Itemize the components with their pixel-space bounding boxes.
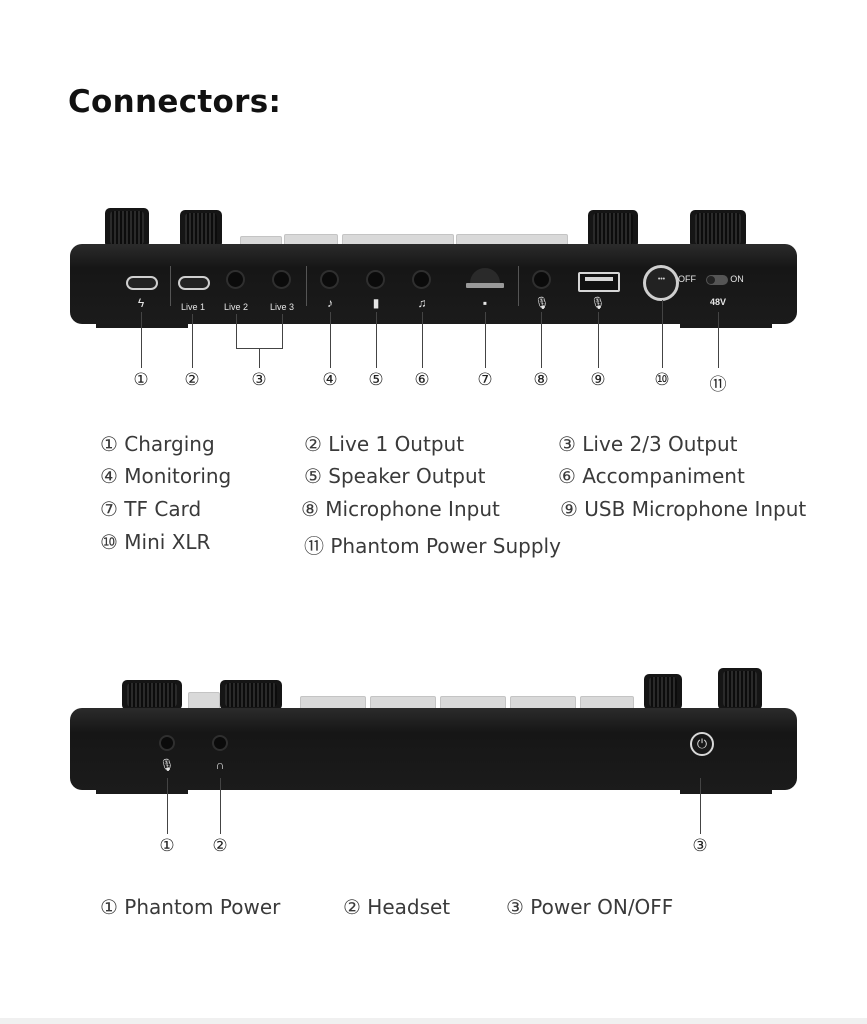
knob bbox=[718, 668, 762, 710]
usb-microphone-port bbox=[578, 272, 620, 292]
callout-number: ① bbox=[133, 370, 149, 390]
knob bbox=[644, 674, 682, 710]
leader-line bbox=[330, 312, 331, 368]
live2-label: Live 2 bbox=[223, 302, 249, 312]
leader-line bbox=[259, 348, 260, 368]
speaker-jack bbox=[368, 272, 383, 287]
usb-microphone-icon: 🎙 bbox=[590, 296, 606, 310]
legend-accompaniment: ⑥ Accompaniment bbox=[558, 464, 745, 488]
tf-card-recess bbox=[470, 268, 500, 284]
leader-line bbox=[192, 314, 193, 368]
legend-headset: ② Headset bbox=[343, 895, 451, 919]
off-label: OFF bbox=[678, 274, 696, 284]
knob bbox=[105, 208, 149, 248]
callout-number: ④ bbox=[322, 370, 338, 390]
leader-line bbox=[236, 314, 237, 348]
microphone-jack bbox=[534, 272, 549, 287]
sd-card-icon: ▪ bbox=[482, 296, 488, 310]
headset-icon: ∩ bbox=[215, 758, 225, 772]
microphone-icon: 🎙 bbox=[159, 758, 175, 772]
leader-line bbox=[141, 312, 142, 368]
lightning-icon: ϟ bbox=[137, 296, 145, 310]
monitoring-jack bbox=[322, 272, 337, 287]
legend-tf-card: ⑦ TF Card bbox=[100, 497, 202, 521]
legend-live1-output: ② Live 1 Output bbox=[304, 432, 465, 456]
leader-line bbox=[376, 312, 377, 368]
leader-line bbox=[422, 312, 423, 368]
legend-microphone-input: ⑧ Microphone Input bbox=[301, 497, 500, 521]
callout-number: ⑥ bbox=[414, 370, 430, 390]
callout-number: ⑨ bbox=[590, 370, 606, 390]
usb-c-live1-port bbox=[178, 276, 210, 290]
legend-monitoring: ④ Monitoring bbox=[100, 464, 232, 488]
callout-number: ⑦ bbox=[477, 370, 493, 390]
leader-line bbox=[700, 778, 701, 834]
knob bbox=[180, 210, 222, 248]
device-foot bbox=[680, 790, 772, 794]
divider bbox=[306, 266, 307, 306]
live1-label: Live 1 bbox=[180, 302, 206, 312]
device-foot bbox=[680, 324, 772, 328]
knob bbox=[220, 680, 282, 710]
page-title: Connectors: bbox=[68, 84, 282, 120]
headphones-icon: ♪ bbox=[327, 296, 333, 310]
headset-jack bbox=[214, 737, 226, 749]
divider bbox=[170, 266, 171, 306]
callout-number: ③ bbox=[692, 836, 708, 856]
speaker-icon: ▮ bbox=[372, 296, 380, 310]
music-note-icon: ♫ bbox=[417, 296, 427, 310]
page-footer-bar bbox=[0, 1018, 867, 1024]
knob bbox=[122, 680, 182, 710]
leader-line bbox=[167, 778, 168, 834]
microphone-icon: 🎙 bbox=[534, 296, 550, 310]
tf-card-slot bbox=[466, 283, 504, 288]
legend-phantom-power: ① Phantom Power bbox=[100, 895, 281, 919]
legend-speaker-output: ⑤ Speaker Output bbox=[304, 464, 486, 488]
callout-number: ⑧ bbox=[533, 370, 549, 390]
callout-number: ① bbox=[159, 836, 175, 856]
leader-line bbox=[598, 312, 599, 368]
mini-xlr-port bbox=[643, 265, 679, 301]
callout-number: ② bbox=[212, 836, 228, 856]
legend-usb-microphone-input: ⑨ USB Microphone Input bbox=[560, 497, 807, 521]
accompaniment-jack bbox=[414, 272, 429, 287]
legend-power-on-off: ③ Power ON/OFF bbox=[506, 895, 674, 919]
callout-number: ② bbox=[184, 370, 200, 390]
live3-label: Live 3 bbox=[269, 302, 295, 312]
leader-line bbox=[485, 312, 486, 368]
divider bbox=[518, 266, 519, 306]
power-icon bbox=[690, 732, 714, 756]
legend-mini-xlr: ⑩ Mini XLR bbox=[100, 530, 211, 554]
phantom-power-jack bbox=[161, 737, 173, 749]
leader-line bbox=[282, 314, 283, 348]
leader-line bbox=[220, 778, 221, 834]
leader-line bbox=[541, 312, 542, 368]
live3-jack bbox=[274, 272, 289, 287]
legend-phantom-power-supply: ⑪ Phantom Power Supply bbox=[304, 534, 561, 558]
legend-live23-output: ③ Live 2/3 Output bbox=[558, 432, 738, 456]
callout-number: ⑤ bbox=[368, 370, 384, 390]
callout-number: ⑪ bbox=[709, 375, 727, 395]
phantom-48v-label: 48V bbox=[709, 297, 726, 307]
device-foot bbox=[96, 790, 188, 794]
knob bbox=[690, 210, 746, 248]
phantom-power-switch bbox=[706, 275, 728, 285]
on-label: ON bbox=[730, 274, 744, 284]
usb-c-charging-port bbox=[126, 276, 158, 290]
callout-number: ③ bbox=[251, 370, 267, 390]
knob bbox=[588, 210, 638, 248]
leader-line bbox=[662, 300, 663, 368]
device-body bbox=[70, 708, 797, 790]
live2-jack bbox=[228, 272, 243, 287]
device-foot bbox=[96, 324, 188, 328]
callout-number: ⑩ bbox=[654, 370, 670, 390]
legend-charging: ① Charging bbox=[100, 432, 215, 456]
leader-line bbox=[718, 312, 719, 368]
